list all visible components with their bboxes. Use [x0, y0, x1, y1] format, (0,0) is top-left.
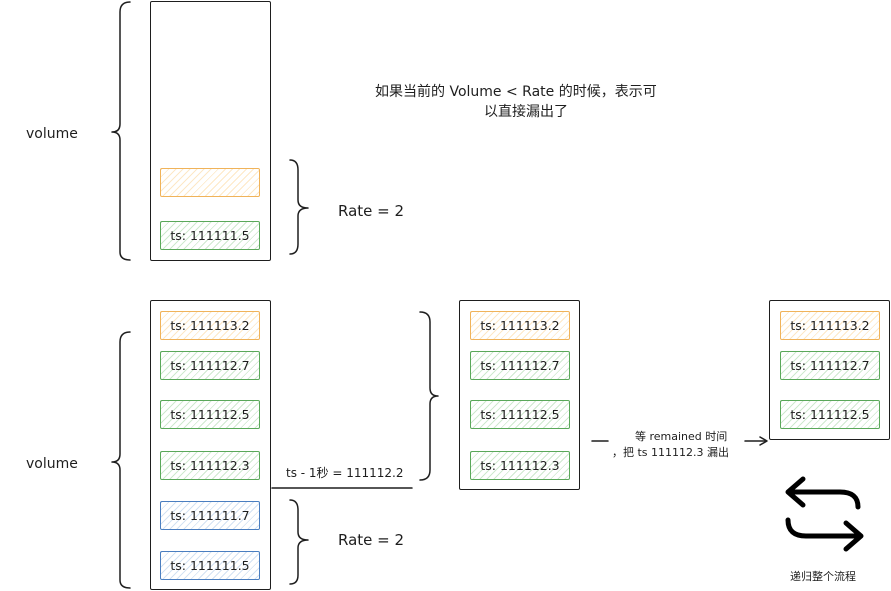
note-line-2: 以直接漏出了 [484, 104, 568, 120]
right-item: ts: 111112.5 [780, 400, 880, 429]
bottom-volume-brace [111, 331, 131, 589]
recursion-icon [785, 476, 864, 552]
arrow-label-1: 等 remained 时间 [635, 430, 728, 443]
note-line-1: 如果当前的 Volume < Rate 的时候，表示可 [375, 84, 657, 100]
recursion-label: 递归整个流程 [790, 570, 856, 583]
right-item: ts: 111112.7 [780, 351, 880, 380]
middle-item: ts: 111112.7 [470, 351, 570, 380]
middle-bucket [459, 300, 580, 490]
bucket-item: ts: 111113.2 [160, 311, 260, 340]
bucket-item: ts: 111112.3 [160, 451, 260, 480]
bottom-rate-label: Rate = 2 [338, 531, 405, 549]
top-rate-label: Rate = 2 [338, 202, 405, 220]
bucket-item: ts: 111112.7 [160, 351, 260, 380]
middle-item: ts: 111113.2 [470, 311, 570, 340]
bucket-item: ts: 111112.5 [160, 400, 260, 429]
bucket-item: ts: 111111.7 [160, 501, 260, 530]
bucket-item: ts: 111111.5 [160, 551, 260, 580]
top-rate-brace [289, 159, 309, 255]
middle-item: ts: 111112.3 [470, 451, 570, 480]
bottom-bucket [150, 300, 271, 590]
top-volume-label: volume [26, 126, 78, 142]
right-bucket [769, 300, 890, 440]
top-bucket [150, 1, 271, 261]
ts-expression: ts - 1秒 = 111112.2 [286, 466, 404, 480]
arrow-label-2: ，把 ts 111112.3 漏出 [612, 446, 730, 459]
bottom-volume-label: volume [26, 456, 78, 472]
middle-item: ts: 111112.5 [470, 400, 570, 429]
top-bucket-item-orange [160, 168, 260, 197]
top-bucket-item-green: ts: 111111.5 [160, 221, 260, 250]
middle-brace [419, 311, 439, 481]
top-volume-brace [111, 1, 131, 261]
right-item: ts: 111113.2 [780, 311, 880, 340]
bottom-rate-brace [289, 499, 309, 585]
